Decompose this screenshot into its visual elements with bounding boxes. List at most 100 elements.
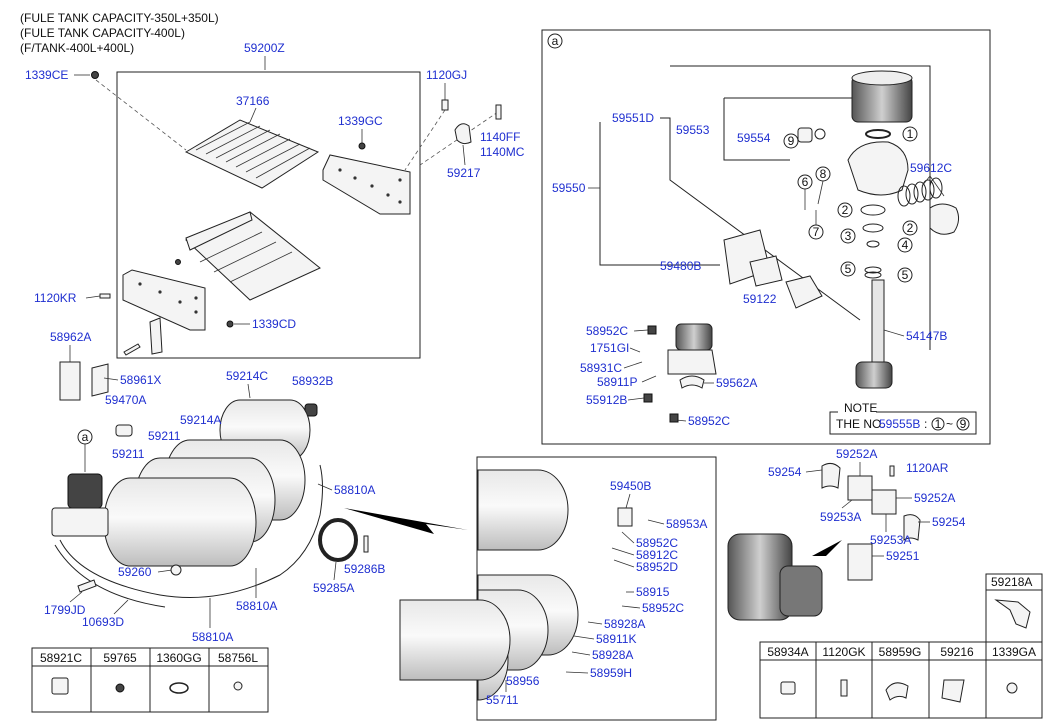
callout-10693D[interactable]: 10693D (82, 615, 124, 629)
callout-59217[interactable]: 59217 (447, 166, 481, 180)
parts-right-cell-4[interactable]: 1339GA (992, 645, 1036, 659)
callout-58961X[interactable]: 58961X (120, 373, 161, 387)
part-58921C-icon (51, 677, 69, 695)
callout-59251[interactable]: 59251 (886, 549, 920, 563)
callout-58810A_1[interactable]: 58810A (334, 483, 375, 497)
note-from: 1 (935, 417, 942, 431)
spring-59612C (897, 177, 943, 207)
callout-59612C[interactable]: 59612C (910, 161, 952, 175)
callout-59285A[interactable]: 59285A (313, 581, 354, 595)
callout-58959H[interactable]: 58959H (590, 666, 632, 680)
callout-58911P[interactable]: 58911P (597, 375, 637, 389)
balloon-4: 4 (902, 238, 909, 252)
callout-1140FF[interactable]: 1140FF (480, 130, 520, 144)
callout-58928A_2[interactable]: 58928A (592, 648, 633, 662)
parts-left-cell-0[interactable]: 58921C (40, 651, 82, 665)
lower-step-plate (185, 211, 321, 301)
callout-1120KR[interactable]: 1120KR (34, 291, 77, 305)
parts-left-cell-3[interactable]: 58756L (218, 651, 258, 665)
nut-1339CE (91, 71, 99, 79)
callout-59260[interactable]: 59260 (118, 565, 152, 579)
part-59218A-label[interactable]: 59218A (991, 575, 1032, 589)
callout-58952D[interactable]: 58952D (636, 560, 678, 574)
callout-1751GI[interactable]: 1751GI (590, 341, 629, 355)
bolt-1120AR (889, 465, 895, 477)
callout-59253A_2[interactable]: 59253A (870, 533, 911, 547)
callout-37166[interactable]: 37166 (236, 94, 270, 108)
callout-58952C_b[interactable]: 58952C (688, 414, 730, 428)
callout-1339CE[interactable]: 1339CE (25, 68, 68, 82)
callout-58928A_1[interactable]: 58928A (604, 617, 645, 631)
note-box (829, 411, 977, 435)
callout-1120AR[interactable]: 1120AR (906, 461, 949, 475)
callout-59562A[interactable]: 59562A (716, 376, 757, 390)
tank-front (399, 599, 511, 681)
callout-58932B[interactable]: 58932B (292, 374, 333, 388)
callout-58810A_2[interactable]: 58810A (236, 599, 277, 613)
callout-59470A[interactable]: 59470A (105, 393, 146, 407)
callout-58911K[interactable]: 58911K (596, 632, 636, 646)
callout-59252A_1[interactable]: 59252A (836, 447, 877, 461)
callout-59551D[interactable]: 59551D (612, 111, 654, 125)
parts-right-cell-0[interactable]: 58934A (767, 645, 808, 659)
air-dryer-body (847, 141, 909, 196)
callout-59450B[interactable]: 59450B (610, 479, 651, 493)
header-note-2: (FULE TANK CAPACITY-400L) (20, 26, 185, 40)
callout-59553[interactable]: 59553 (676, 123, 710, 137)
balloon-1: 1 (907, 127, 914, 141)
callout-58952C_d[interactable]: 58952C (642, 601, 684, 615)
parts-right-cell-3[interactable]: 59216 (940, 645, 974, 659)
callout-59214C[interactable]: 59214C (226, 369, 268, 383)
callout-58912C[interactable]: 58912C (636, 548, 678, 562)
assembly-frame (116, 71, 421, 359)
callout-1120GJ[interactable]: 1120GJ (426, 68, 467, 82)
callout-59480B[interactable]: 59480B (660, 259, 701, 273)
callout-59550[interactable]: 59550 (552, 181, 586, 195)
callout-55912B[interactable]: 55912B (586, 393, 627, 407)
strap-59254-b (903, 514, 921, 541)
callout-1799JD[interactable]: 1799JD (44, 603, 86, 617)
callout-58962A[interactable]: 58962A (50, 330, 91, 344)
callout-59252A_2[interactable]: 59252A (914, 491, 955, 505)
parts-right-cell-2[interactable]: 58959G (879, 645, 922, 659)
callout-59122[interactable]: 59122 (743, 292, 777, 306)
callout-58810A_3[interactable]: 58810A (192, 630, 233, 644)
balloon-2a: 2 (842, 203, 849, 217)
clip-1799JD (77, 579, 97, 593)
callout-59254_2[interactable]: 59254 (932, 515, 966, 529)
parts-left-cell-1[interactable]: 59765 (103, 651, 137, 665)
valve-59450B (617, 507, 633, 527)
air-dryer-small (675, 323, 713, 351)
callout-58931C[interactable]: 58931C (580, 361, 622, 375)
callout-55711[interactable]: 55711 (486, 693, 519, 707)
parts-left-cell-2[interactable]: 1360GG (156, 651, 201, 665)
callout-59214A[interactable]: 59214A (180, 413, 221, 427)
callout-58915[interactable]: 58915 (636, 585, 670, 599)
callout-1140MC[interactable]: 1140MC (480, 145, 525, 159)
callout-1339CD[interactable]: 1339CD (252, 317, 296, 331)
callout-59253A_1[interactable]: 59253A (820, 510, 861, 524)
callout-59211b[interactable]: 59211 (112, 447, 145, 461)
piston-54147B (855, 361, 893, 389)
detail-a-group: a 59551D 59553 59554 59550 59612C (541, 29, 991, 445)
bolt-1120KR (99, 293, 111, 299)
callout-1339GC[interactable]: 1339GC (338, 114, 383, 128)
callout-58952C_c[interactable]: 58952C (636, 536, 678, 550)
callout-59286B[interactable]: 59286B (344, 562, 385, 576)
callout-59254_1[interactable]: 59254 (768, 465, 802, 479)
callout-58956[interactable]: 58956 (506, 674, 540, 688)
balloon-6: 6 (802, 175, 809, 189)
fitting-58952C-a (647, 325, 657, 335)
bracket-58961X (91, 363, 109, 397)
callout-54147B[interactable]: 54147B (906, 329, 947, 343)
lower-step-edge (185, 211, 253, 251)
balloons: 1 2 2 3 4 5 5 6 8 7 9 (783, 126, 918, 283)
callout-58952C_a[interactable]: 58952C (586, 324, 628, 338)
parts-right-cell-1[interactable]: 1120GK (822, 645, 865, 659)
callout-58953A[interactable]: 58953A (666, 517, 707, 531)
clamp-59260 (170, 564, 182, 576)
part-1360GG-icon (169, 682, 189, 694)
callout-59200Z[interactable]: 59200Z (244, 41, 285, 55)
callout-59211a[interactable]: 59211 (148, 429, 181, 443)
callout-59554[interactable]: 59554 (737, 131, 771, 145)
